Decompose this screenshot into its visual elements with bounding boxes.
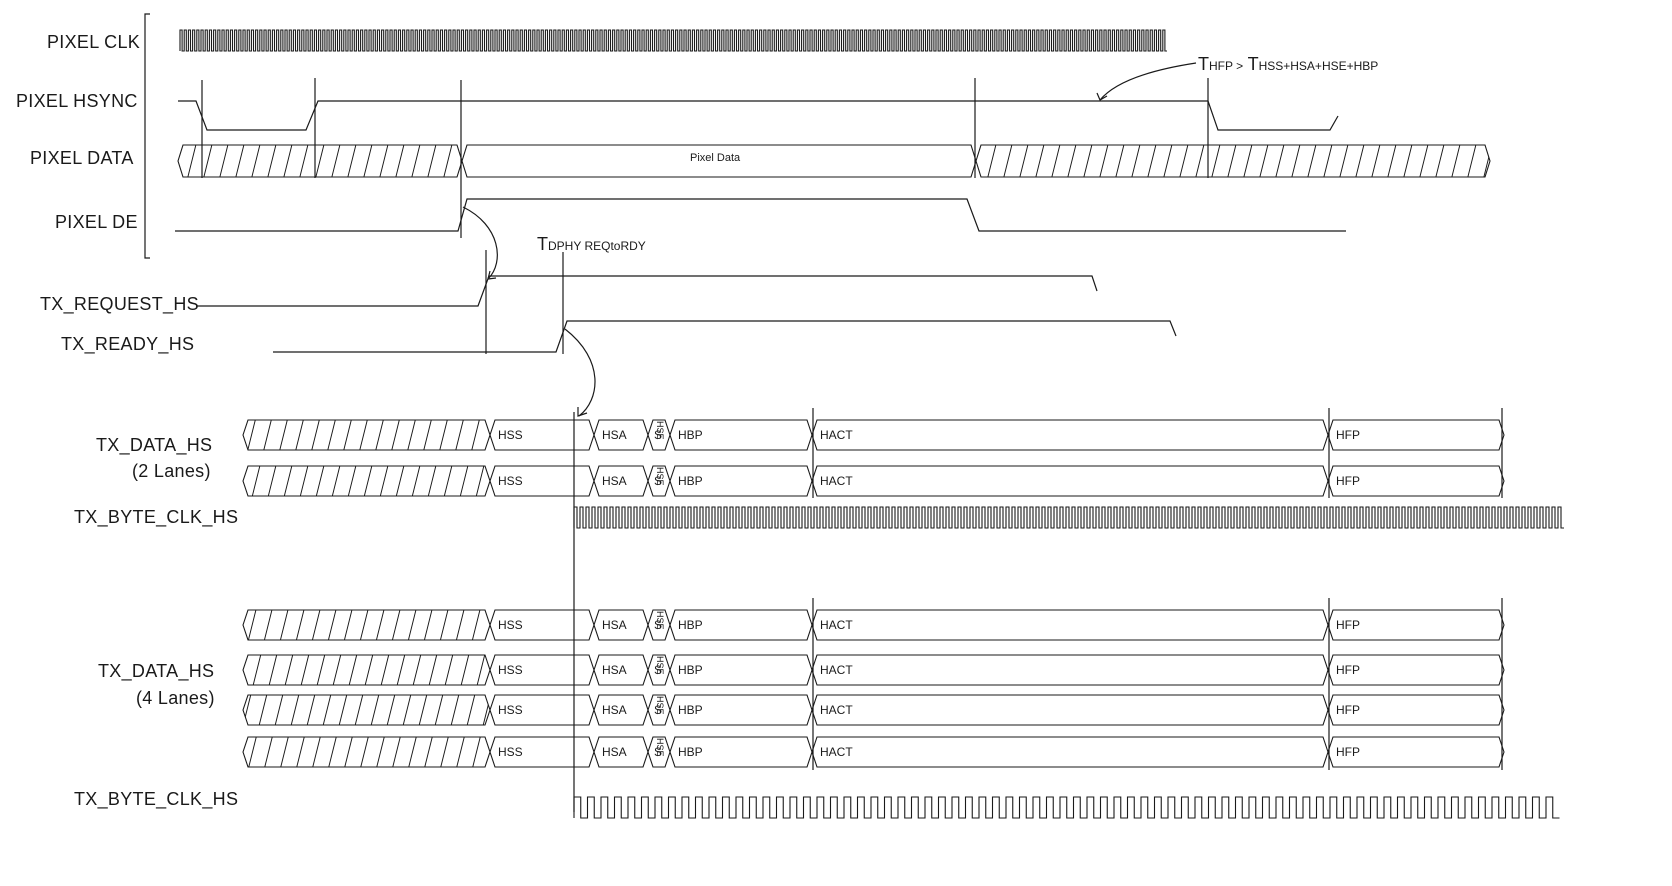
arrow-ready-to-data	[564, 328, 596, 417]
four-lane-2-hse-label: S	[654, 663, 662, 677]
four-lane-2-hact	[811, 654, 1329, 686]
four-lane-3-idle	[242, 694, 491, 726]
four-lane-1-hss-label: HSS	[498, 618, 523, 632]
two-lane-1-hfp	[1327, 419, 1505, 451]
two-lane-1-hss-label: HSS	[498, 428, 523, 442]
tx-request-hs-wave	[196, 275, 1098, 307]
two-lane-2-hfp	[1327, 465, 1505, 497]
four-lane-4-hact	[811, 736, 1329, 768]
two-lane-2-hact	[811, 465, 1329, 497]
four-lane-2-hbp-label: HBP	[678, 663, 703, 677]
four-lane-2-hfp	[1327, 654, 1505, 686]
four-lane-1-hse-vertical: HSE	[655, 611, 665, 630]
label-tx-request-hs: TX_REQUEST_HS	[40, 294, 199, 314]
four-lane-2-hact-label: HACT	[820, 663, 853, 677]
four-lane-1-hact-label: HACT	[820, 618, 853, 632]
four-lane-3-hact	[811, 694, 1329, 726]
four-lane-3-hfp	[1327, 694, 1505, 726]
tx-byte-clk-hs-a-wave	[573, 506, 1564, 529]
two-lane-2-hse-vertical: HSE	[655, 467, 665, 486]
label-tx-data-hs-4lane: TX_DATA_HS	[98, 661, 215, 681]
label-tx-byte-clk-hs-a: TX_BYTE_CLK_HS	[74, 507, 239, 527]
two-lane-2-hss-label: HSS	[498, 474, 523, 488]
pixel-group-bracket	[144, 13, 150, 259]
four-lane-4-idle	[242, 736, 491, 768]
two-lane-1-hact	[811, 419, 1329, 451]
four-lane-4-hact-label: HACT	[820, 745, 853, 759]
two-lane-2-hsa-label: HSA	[602, 474, 627, 488]
four-lane-3-hss-label: HSS	[498, 703, 523, 717]
four-lane-1-hse-label: S	[654, 618, 662, 632]
label-pixel-de: PIXEL DE	[55, 212, 138, 232]
label-tx-data-hs-2lane: TX_DATA_HS	[96, 435, 213, 455]
two-lane-2-hact-label: HACT	[820, 474, 853, 488]
two-lane-1-hbp-label: HBP	[678, 428, 703, 442]
four-lane-3-hsa-label: HSA	[602, 703, 627, 717]
four-lane-2-hfp-label: HFP	[1336, 663, 1360, 677]
two-lane-1-idle	[242, 419, 491, 451]
two-lane-2-hse-label: S	[654, 474, 662, 488]
label-tx-ready-hs: TX_READY_HS	[61, 334, 195, 354]
two-lane-2-hfp-label: HFP	[1336, 474, 1360, 488]
four-lane-3-hbp-label: HBP	[678, 703, 703, 717]
four-lane-1-idle	[242, 609, 491, 641]
tx-ready-hs-wave	[273, 320, 1177, 353]
two-lane-1-hfp-label: HFP	[1336, 428, 1360, 442]
pixel-data-idle-after	[975, 144, 1491, 178]
pixel-hsync-wave	[178, 100, 1339, 131]
four-lane-1-hsa-label: HSA	[602, 618, 627, 632]
label-pixel-clk: PIXEL CLK	[47, 32, 141, 52]
four-lane-1-hbp-label: HBP	[678, 618, 703, 632]
label-4-lanes: (4 Lanes)	[136, 688, 215, 708]
four-lane-2-hss-label: HSS	[498, 663, 523, 677]
pixel-data-active	[461, 144, 977, 178]
four-lane-4-hfp-label: HFP	[1336, 745, 1360, 759]
label-2-lanes: (2 Lanes)	[132, 461, 211, 481]
two-lane-2-hbp-label: HBP	[678, 474, 703, 488]
label-tx-byte-clk-hs-b: TX_BYTE_CLK_HS	[74, 789, 239, 809]
two-lane-1-hse-vertical: HSE	[655, 421, 665, 440]
arrow-ready-to-data-head	[577, 407, 588, 417]
two-lane-1-hsa-label: HSA	[602, 428, 627, 442]
arrow-de-to-request	[462, 206, 498, 280]
four-lane-3-hse-vertical: HSE	[655, 696, 665, 715]
four-lane-2-idle	[242, 654, 491, 686]
four-lane-4-hse-vertical: HSE	[655, 738, 665, 757]
annotation-hfp-constraint: THFP > THSS+HSA+HSE+HBP	[1198, 54, 1379, 74]
four-lane-4-hss-label: HSS	[498, 745, 523, 759]
tx-byte-clk-hs-b-wave	[573, 796, 1560, 819]
arrow-hfp-annotation-head	[1096, 92, 1108, 101]
pixel-de-wave	[175, 198, 1346, 232]
four-lane-3-hfp-label: HFP	[1336, 703, 1360, 717]
four-lane-4-hsa-label: HSA	[602, 745, 627, 759]
two-lane-1-hse-label: S	[654, 428, 662, 442]
label-pixel-hsync: PIXEL HSYNC	[16, 91, 138, 111]
two-lane-1-hact-label: HACT	[820, 428, 853, 442]
annotation-dphy-reqtordy: TDPHY REQtoRDY	[537, 234, 646, 254]
four-lane-1-hfp-label: HFP	[1336, 618, 1360, 632]
four-lane-4-hfp	[1327, 736, 1505, 768]
two-lane-2-idle	[242, 465, 491, 497]
four-lane-1-hact	[811, 609, 1329, 641]
four-lane-2-hse-vertical: HSE	[655, 656, 665, 675]
arrow-de-to-request-head	[487, 270, 497, 280]
pixel-data-label: Pixel Data	[690, 152, 741, 164]
four-lane-4-hse-label: S	[654, 745, 662, 759]
four-lane-2-hsa-label: HSA	[602, 663, 627, 677]
pixel-clk-wave	[179, 29, 1167, 52]
four-lane-3-hse-label: S	[654, 703, 662, 717]
label-pixel-data: PIXEL DATA	[30, 148, 134, 168]
four-lane-4-hbp-label: HBP	[678, 745, 703, 759]
arrow-hfp-annotation	[1099, 62, 1197, 101]
four-lane-1-hfp	[1327, 609, 1505, 641]
pixel-data-idle-before	[177, 144, 463, 178]
four-lane-3-hact-label: HACT	[820, 703, 853, 717]
